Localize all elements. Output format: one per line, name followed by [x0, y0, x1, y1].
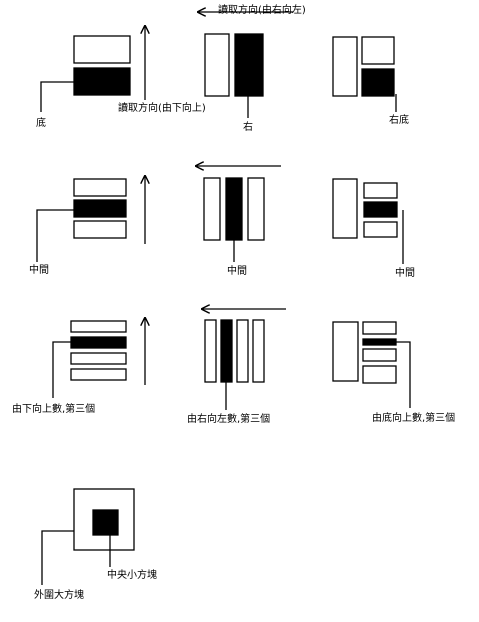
bottom-leader-line [40, 81, 74, 112]
row3-vertical-stack [52, 318, 145, 398]
label-middle-3: 中間 [395, 268, 415, 279]
row3-horizontal-quad [202, 309, 286, 410]
label-third-from-bottom-right: 由底向上數,第三個 [372, 413, 456, 424]
row4-nested-blocks [41, 488, 135, 585]
label-center-small-block: 中央小方塊 [107, 570, 157, 581]
label-read-btu: 讀取方向(由下向上) [118, 103, 206, 114]
row1-grid [332, 36, 397, 112]
row2-grid [332, 178, 404, 264]
third-from-bottom-right-leader-line [396, 341, 411, 408]
row1-vertical-stack [40, 26, 145, 112]
label-bottom: 底 [36, 118, 46, 129]
third-from-bottom-leader-line [52, 341, 71, 398]
row2-horizontal-triple [196, 166, 281, 262]
label-outer-big-block: 外圍大方塊 [34, 590, 84, 601]
label-right-bottom: 右底 [389, 115, 409, 126]
label-middle-1: 中間 [29, 265, 49, 276]
row1-horizontal-pair [198, 12, 293, 118]
label-middle-2: 中間 [227, 266, 247, 277]
row3-grid [332, 321, 411, 408]
label-right: 右 [243, 122, 253, 133]
label-third-from-bottom: 由下向上數,第三個 [12, 404, 96, 415]
row2-vertical-stack [36, 176, 145, 262]
outer-big-block-leader-line [41, 530, 74, 585]
label-third-from-right: 由右向左數,第三個 [187, 414, 271, 425]
label-read-rtl: 讀取方向(由右向左) [218, 5, 306, 16]
middle-leader-line [36, 209, 74, 262]
